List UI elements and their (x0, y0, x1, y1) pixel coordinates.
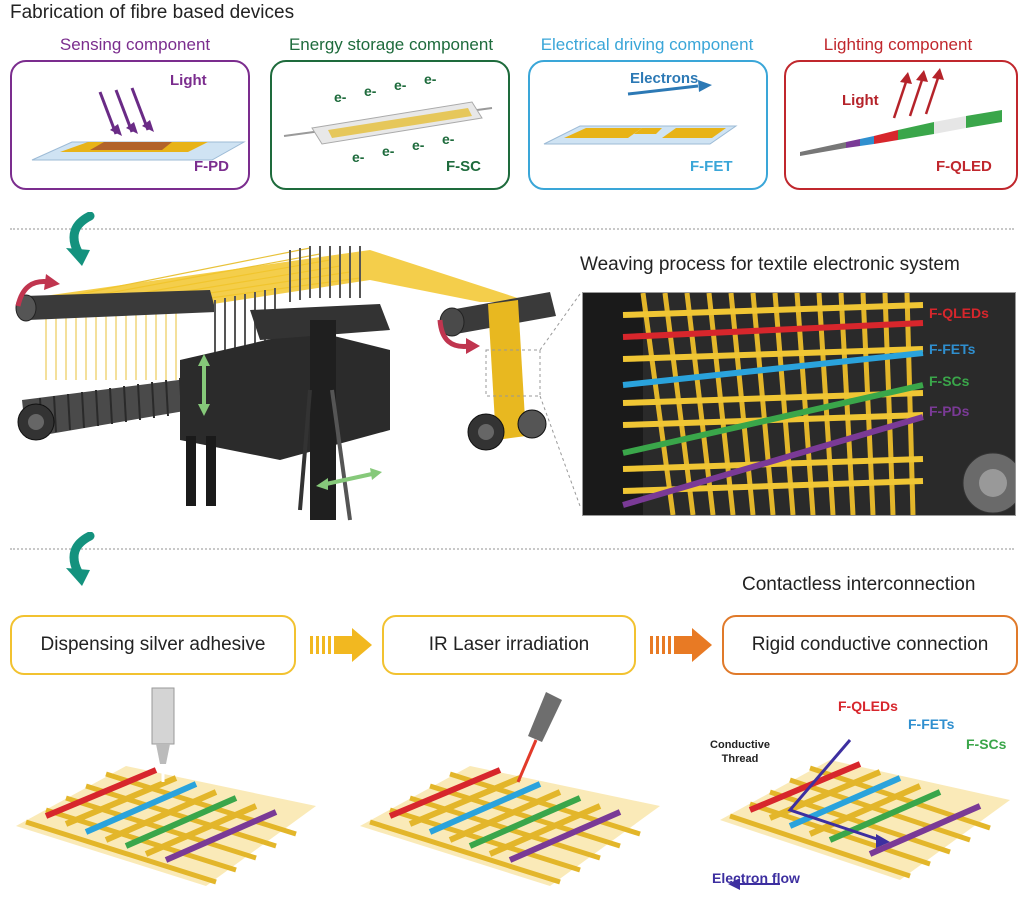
curved-arrow-icon (66, 532, 95, 586)
energy-storage-component-title: Energy storage component (288, 35, 494, 54)
f-pd-illustration (31, 87, 246, 161)
electron-mark: e- (334, 89, 347, 105)
electron-mark: e- (364, 83, 377, 99)
fabrication-title: Fabrication of fibre based devices (10, 2, 295, 23)
loom-illustration (15, 246, 556, 521)
electron-mark: e- (412, 137, 425, 153)
f-sc-card: e- e- e- e- e- e- e- e- F-SC (270, 60, 510, 190)
f-qled-card: Light F-QLED (784, 60, 1018, 190)
f-qled-label: F-QLED (936, 158, 992, 175)
light-annotation: Light (170, 72, 207, 89)
f-pd-label: F-PD (194, 158, 229, 175)
final-label-fets: F-FETs (908, 716, 955, 732)
electron-mark: e- (352, 149, 365, 165)
step-rigid-connection: Rigid conductive connection (722, 615, 1018, 675)
f-fet-illustration (543, 80, 738, 145)
weaving-title: Weaving process for textile electronic s… (580, 254, 960, 275)
electron-mark: e- (424, 71, 437, 87)
fabric-label-scs: F-SCs (929, 373, 970, 389)
divider (10, 228, 1014, 230)
electrons-annotation: Electrons (630, 70, 699, 87)
electron-mark: e- (442, 131, 455, 147)
f-fet-card: Electrons F-FET (528, 60, 768, 190)
f-sc-label: F-SC (446, 158, 481, 175)
fabric-label-pds: F-PDs (929, 403, 970, 419)
electron-flow-label: Electron flow (712, 870, 800, 886)
curved-arrow-icon (66, 212, 95, 266)
zoomed-fabric-panel: F-QLEDs F-FETs F-SCs F-PDs (582, 292, 1016, 516)
final-label-qleds: F-QLEDs (838, 698, 898, 714)
electron-mark: e- (382, 143, 395, 159)
conductive-thread-label: Conductive Thread (710, 739, 770, 765)
fabric-connection-illustration (720, 739, 1010, 890)
f-fet-label: F-FET (690, 158, 733, 175)
fabric-label-fets: F-FETs (929, 341, 976, 357)
lighting-component-title: Lighting component (823, 35, 973, 54)
step-dispensing: Dispensing silver adhesive (10, 615, 296, 675)
interconnection-title: Contactless interconnection (742, 574, 976, 595)
fabric-dispensing-illustration (16, 687, 316, 886)
f-sc-illustration: e- e- e- e- e- e- e- e- (283, 71, 493, 165)
light-annotation-qled: Light (842, 92, 879, 109)
final-label-scs: F-SCs (966, 736, 1007, 752)
sensing-component-title: Sensing component (59, 35, 211, 54)
zoom-guides (539, 293, 581, 507)
step-arrow-icon (310, 628, 372, 662)
step-arrow-icon (650, 628, 712, 662)
f-qled-illustration (800, 68, 1002, 156)
fabric-laser-illustration (360, 692, 660, 886)
f-pd-card: Light F-PD (10, 60, 250, 190)
zoomed-fabric-illustration (583, 293, 1015, 515)
electrical-driving-component-title: Electrical driving component (540, 35, 754, 54)
step-ir-laser: IR Laser irradiation (382, 615, 636, 675)
electron-mark: e- (394, 77, 407, 93)
divider (10, 548, 1014, 550)
fabric-label-qleds: F-QLEDs (929, 305, 989, 321)
